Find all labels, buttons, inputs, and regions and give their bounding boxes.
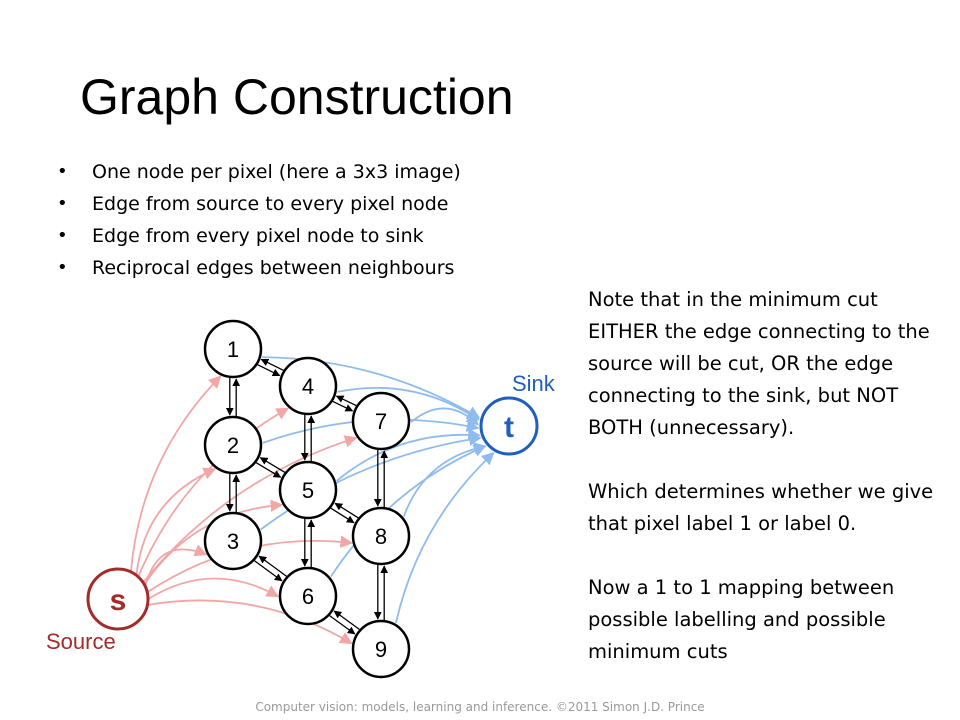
pixel-node-circle bbox=[203, 511, 263, 571]
pixel-node-label: 8 bbox=[375, 524, 387, 549]
pixel-node-label: 3 bbox=[227, 529, 239, 554]
pixel-node: 8 bbox=[351, 506, 411, 566]
bullet-list: One node per pixel (here a 3x3 image) Ed… bbox=[52, 156, 461, 284]
pixel-node-label: 2 bbox=[227, 433, 239, 458]
neighbour-edge bbox=[332, 400, 354, 412]
source-edge bbox=[148, 599, 353, 645]
neighbour-edge bbox=[254, 560, 283, 582]
source-node: s bbox=[86, 567, 150, 631]
pixel-node-circle bbox=[351, 391, 411, 451]
pixel-node-label: 5 bbox=[302, 478, 314, 503]
pixel-node: 5 bbox=[278, 460, 338, 520]
bullet-item: One node per pixel (here a 3x3 image) bbox=[52, 156, 461, 188]
pixel-node: 9 bbox=[351, 619, 411, 679]
source-caption: Source bbox=[46, 629, 116, 654]
pixel-node-circle bbox=[278, 460, 338, 520]
bullet-item: Edge from every pixel node to sink bbox=[52, 220, 461, 252]
sink-edge bbox=[330, 444, 487, 578]
sink-edge bbox=[410, 407, 479, 426]
pixel-node-label: 7 bbox=[375, 409, 387, 434]
sink-label: t bbox=[504, 411, 514, 444]
footer-credit: Computer vision: models, learning and in… bbox=[255, 700, 705, 714]
sink-edge bbox=[260, 433, 482, 531]
sink-edge bbox=[402, 442, 487, 517]
neighbour-edge bbox=[255, 462, 282, 478]
neighbour-edge bbox=[330, 507, 355, 524]
source-label: s bbox=[110, 584, 127, 617]
source-edge bbox=[148, 577, 280, 600]
neighbour-edge bbox=[259, 457, 286, 473]
source-edge bbox=[135, 467, 217, 575]
note-paragraph: Now a 1 to 1 mapping between possible la… bbox=[588, 576, 895, 663]
note-paragraph: Which determines whether we give that pi… bbox=[588, 480, 934, 535]
sink-edge bbox=[337, 387, 480, 421]
pixel-node: 6 bbox=[278, 566, 338, 626]
pixel-node-circle bbox=[351, 506, 411, 566]
sink-node: t bbox=[479, 396, 539, 456]
neighbour-edge bbox=[333, 610, 360, 630]
pixel-node: 1 bbox=[203, 319, 263, 379]
source-edge bbox=[130, 375, 222, 571]
sink-edge bbox=[261, 356, 481, 419]
pixel-node-label: 4 bbox=[302, 374, 314, 399]
pixel-node-circle bbox=[203, 415, 263, 475]
explanation-note: Note that in the minimum cut EITHER the … bbox=[588, 284, 948, 668]
pixel-node-circle bbox=[351, 619, 411, 679]
neighbour-edge bbox=[329, 615, 356, 635]
pixel-node: 2 bbox=[203, 415, 263, 475]
sink-caption: Sink bbox=[512, 371, 556, 396]
neighbour-edge bbox=[258, 555, 287, 577]
pixel-node-label: 1 bbox=[227, 337, 239, 362]
note-paragraph: Note that in the minimum cut EITHER the … bbox=[588, 288, 930, 439]
source-edges bbox=[130, 375, 358, 645]
pixel-node-label: 9 bbox=[375, 637, 387, 662]
pixel-node-circle bbox=[278, 356, 338, 416]
bullet-item: Edge from source to every pixel node bbox=[52, 188, 461, 220]
sink-edge bbox=[336, 428, 481, 482]
source-edge bbox=[143, 435, 358, 583]
pixel-node-circle bbox=[278, 566, 338, 626]
pixel-node: 7 bbox=[351, 391, 411, 451]
neighbour-edge bbox=[260, 358, 284, 371]
slide-title: Graph Construction bbox=[80, 69, 514, 125]
source-edge bbox=[144, 499, 284, 585]
pixel-node: 3 bbox=[203, 511, 263, 571]
source-edge bbox=[137, 407, 290, 577]
pixel-nodes: 1 2 3 4 5 6 7 8 9 bbox=[203, 319, 411, 679]
neighbour-edge bbox=[334, 502, 359, 519]
pixel-node: 4 bbox=[278, 356, 338, 416]
pixel-node-circle bbox=[203, 319, 263, 379]
neighbour-edges bbox=[225, 358, 389, 635]
neighbour-edge bbox=[335, 395, 357, 407]
neighbour-edge bbox=[257, 364, 281, 377]
sink-edge bbox=[395, 452, 495, 624]
bullet-item: Reciprocal edges between neighbours bbox=[52, 252, 461, 284]
pixel-node-label: 6 bbox=[302, 584, 314, 609]
